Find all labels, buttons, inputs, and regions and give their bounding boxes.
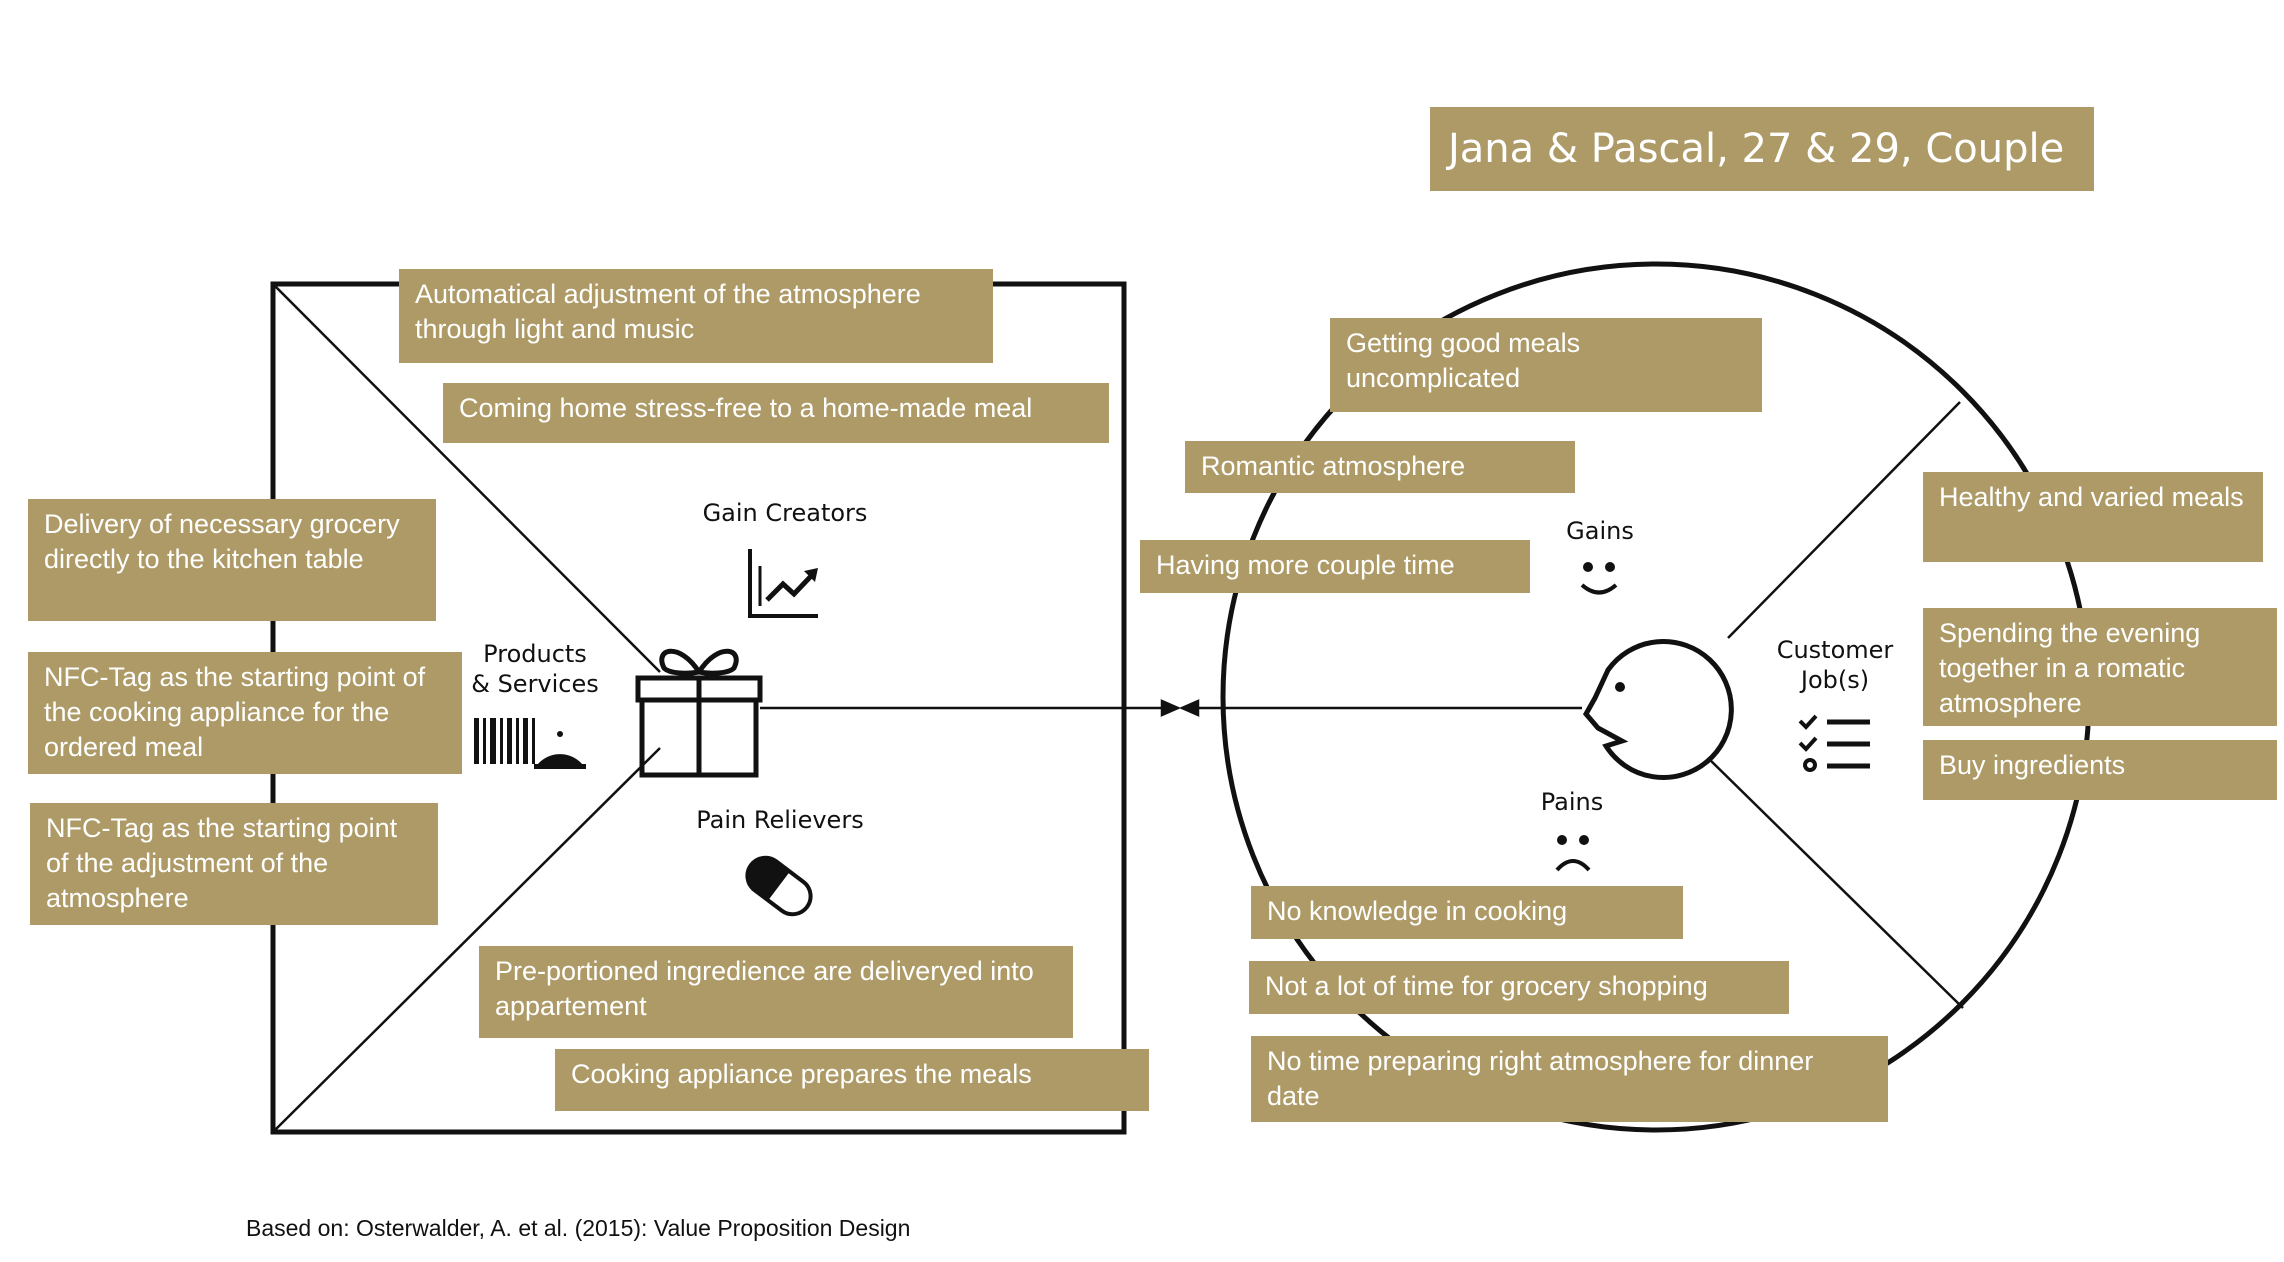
note-customer-job: Buy ingredients xyxy=(1923,740,2277,800)
gain-creators-label: Gain Creators xyxy=(702,499,868,527)
note-pain-reliever: Pre-portioned ingredience are deliveryed… xyxy=(479,946,1073,1038)
customer-profile-dividers xyxy=(1705,401,1964,1009)
pill-icon xyxy=(745,855,813,917)
gains-label: Gains xyxy=(1566,517,1634,545)
gift-icon xyxy=(635,648,763,778)
note-pain: No knowledge in cooking xyxy=(1251,886,1683,939)
barcode-cloche-icon xyxy=(474,718,586,769)
note-gain: Romantic atmosphere xyxy=(1185,441,1575,493)
face-profile-icon xyxy=(1582,639,1734,780)
pains-label: Pains xyxy=(1540,788,1604,816)
note-product-service: Delivery of necessary grocery directly t… xyxy=(28,499,436,621)
persona-title: Jana & Pascal, 27 & 29, Couple xyxy=(1430,107,2094,191)
value-map-dividers xyxy=(274,285,661,1131)
note-gain: Having more couple time xyxy=(1140,540,1530,593)
chart-trend-icon xyxy=(748,549,818,618)
note-gain-creator: Coming home stress-free to a home-made m… xyxy=(443,383,1109,443)
note-product-service: NFC-Tag as the starting point of the adj… xyxy=(30,803,438,925)
note-customer-job: Healthy and varied meals xyxy=(1923,472,2263,562)
customer-jobs-label: Customer Job(s) xyxy=(1776,636,1894,694)
checklist-icon xyxy=(1798,714,1870,772)
note-pain-reliever: Cooking appliance prepares the meals xyxy=(555,1049,1149,1111)
products-services-label: Products & Services xyxy=(471,640,599,698)
note-product-service: NFC-Tag as the starting point of the coo… xyxy=(28,652,462,774)
note-customer-job: Spending the evening together in a romat… xyxy=(1923,608,2277,726)
note-gain-creator: Automatical adjustment of the atmosphere… xyxy=(399,269,993,363)
source-citation: Based on: Osterwalder, A. et al. (2015):… xyxy=(246,1215,911,1241)
note-gain: Getting good meals uncomplicated xyxy=(1330,318,1762,412)
frown-icon xyxy=(1555,835,1591,872)
smiley-icon xyxy=(1580,562,1618,595)
pain-relievers-label: Pain Relievers xyxy=(696,806,864,834)
fit-arrows xyxy=(760,699,1582,717)
note-pain: Not a lot of time for grocery shopping xyxy=(1249,961,1789,1014)
note-pain: No time preparing right atmosphere for d… xyxy=(1251,1036,1888,1122)
